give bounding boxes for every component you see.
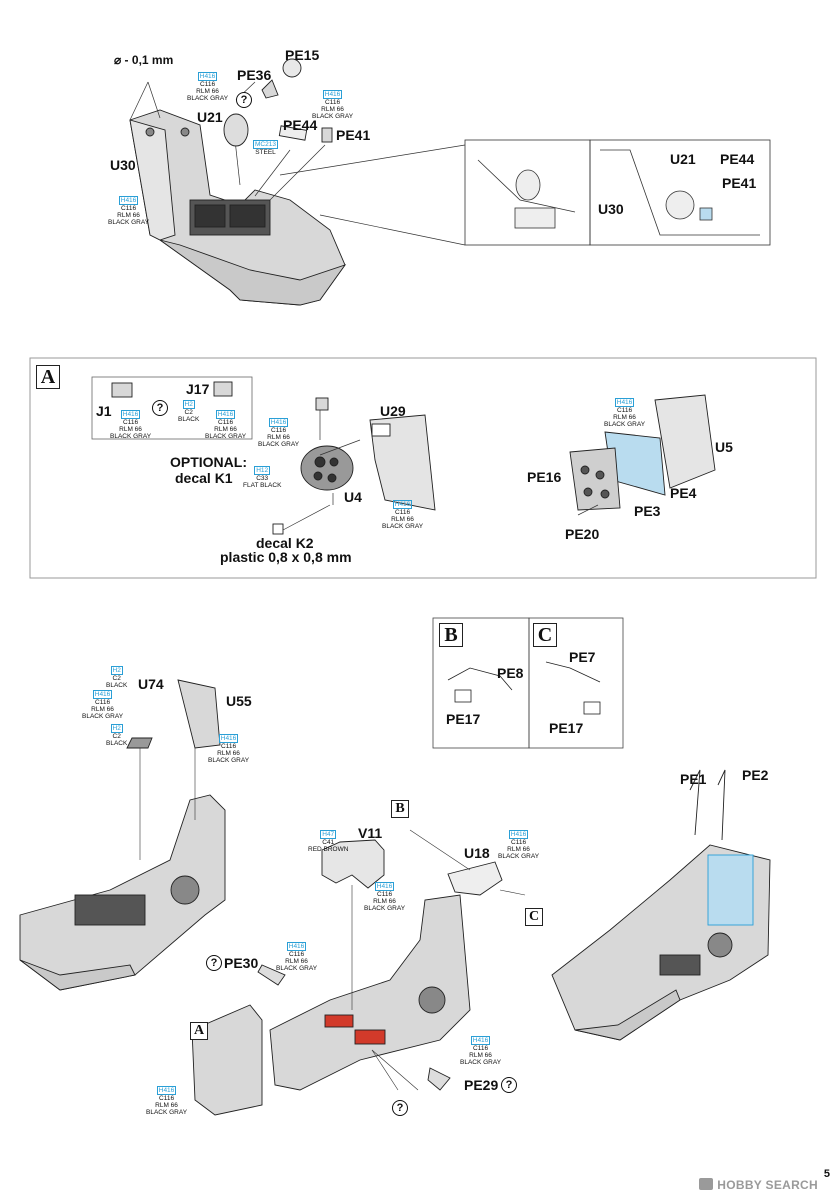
sectionA-parts xyxy=(111,381,716,535)
page-number: 5 xyxy=(823,1168,830,1180)
label-pe41: PE41 xyxy=(336,127,371,143)
label-u18: U18 xyxy=(464,845,490,861)
step1-detail-inset xyxy=(464,139,771,246)
hint-icon: ? xyxy=(206,955,222,971)
detail-label-pe41: PE41 xyxy=(722,175,757,191)
marker-a: A xyxy=(190,1022,208,1040)
sectionA-marker: A xyxy=(36,365,60,389)
detail-label-u21: U21 xyxy=(670,151,696,167)
label-pe7: PE7 xyxy=(569,649,596,665)
label-j1: J1 xyxy=(96,403,112,419)
label-pe17: PE17 xyxy=(549,720,584,736)
sectionA-frame xyxy=(29,357,817,579)
label-u4: U4 xyxy=(344,489,362,505)
decal-k2-line2: plastic 0,8 x 0,8 mm xyxy=(220,549,352,565)
label-j17: J17 xyxy=(186,381,210,397)
label-u55: U55 xyxy=(226,693,252,709)
label-pe29: PE29 xyxy=(464,1077,499,1093)
label-u74: U74 xyxy=(138,676,164,692)
label-pe36: PE36 xyxy=(237,67,272,83)
label-pe17: PE17 xyxy=(446,711,481,727)
marker-c: C xyxy=(525,908,543,926)
label-v11: V11 xyxy=(358,825,383,841)
sectionC-frame xyxy=(528,617,624,749)
hint-icon: ? xyxy=(152,400,168,416)
decal-k2-line1: decal K2 xyxy=(256,535,314,551)
label-pe16: PE16 xyxy=(527,469,562,485)
label-u5: U5 xyxy=(715,439,733,455)
label-pe4: PE4 xyxy=(670,485,697,501)
hint-icon: ? xyxy=(392,1100,408,1116)
label-u30: U30 xyxy=(110,157,136,173)
detail-label-u30: U30 xyxy=(598,201,624,217)
sectionC-marker: C xyxy=(533,623,557,647)
step4-assembly xyxy=(191,839,503,1116)
label-pe44: PE44 xyxy=(283,117,318,133)
label-pe30: PE30 xyxy=(224,955,259,971)
hint-icon: ? xyxy=(236,92,252,108)
sectionB-marker: B xyxy=(439,623,463,647)
diameter-note: ⌀ - 0,1 mm xyxy=(114,53,174,67)
step1-assembly xyxy=(129,109,347,306)
label-pe1: PE1 xyxy=(680,771,707,787)
watermark: HOBBY SEARCH xyxy=(699,1178,818,1192)
optional-line2: decal K1 xyxy=(175,470,233,486)
label-pe8: PE8 xyxy=(497,665,524,681)
detail-label-pe44: PE44 xyxy=(720,151,755,167)
step4-result xyxy=(551,769,771,1041)
optional-line1: OPTIONAL: xyxy=(170,454,247,470)
step3-assembly xyxy=(19,679,226,991)
label-pe2: PE2 xyxy=(742,767,769,783)
hint-icon: ? xyxy=(501,1077,517,1093)
hobby-search-logo-icon xyxy=(699,1178,714,1190)
step1-leaders xyxy=(129,81,466,246)
label-pe15: PE15 xyxy=(285,47,320,63)
label-u21: U21 xyxy=(197,109,223,125)
label-pe20: PE20 xyxy=(565,526,600,542)
marker-b: B xyxy=(391,800,409,818)
label-pe3: PE3 xyxy=(634,503,661,519)
label-u29: U29 xyxy=(380,403,406,419)
